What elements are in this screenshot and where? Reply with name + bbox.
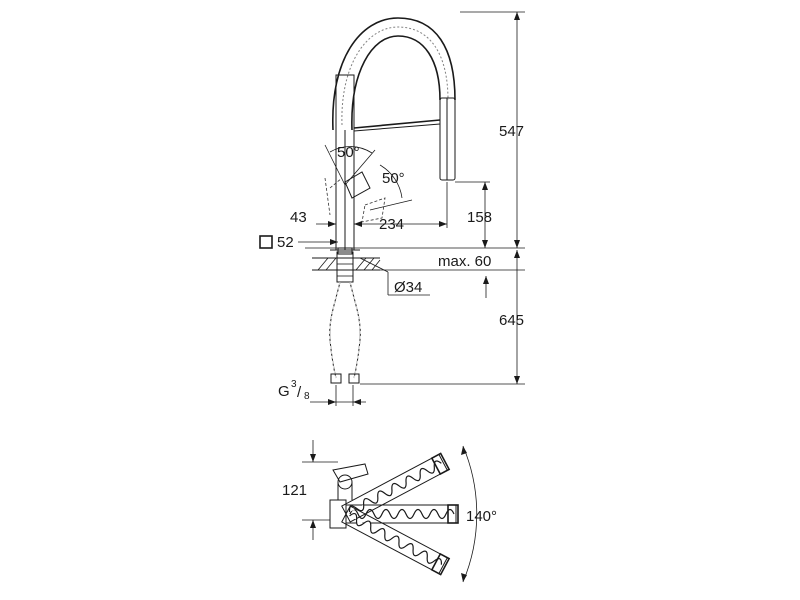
swivel-arc — [462, 445, 478, 583]
spout-angle-2-label: 50° — [382, 170, 405, 187]
spring-coil — [332, 17, 456, 131]
plan-view: 140° 121 — [282, 440, 497, 583]
lever-handle — [344, 171, 371, 199]
svg-text:/: / — [297, 384, 302, 401]
upper-height-label: 547 — [499, 123, 524, 140]
plan-lever — [332, 463, 369, 483]
connector-num-label: 3 — [291, 379, 297, 390]
side-elevation: 50° 50° — [259, 11, 525, 406]
support-bar — [353, 119, 441, 129]
connector-den-label: 8 — [304, 391, 310, 402]
hose-drop-label: 158 — [467, 209, 492, 226]
plan-depth-label: 121 — [282, 482, 307, 499]
deck-thickness-label: max. 60 — [438, 253, 491, 270]
supply-hoses — [329, 281, 361, 384]
hole-diameter-label: Ø34 — [394, 279, 422, 296]
swivel-angle-label: 140° — [466, 508, 497, 525]
base-offset-label: 43 — [290, 209, 307, 226]
connector-g-label: G — [278, 383, 290, 400]
square-symbol-icon — [259, 235, 273, 249]
plan-body — [329, 499, 347, 529]
reach-label: 234 — [379, 216, 404, 233]
base-square-label: 52 — [277, 234, 294, 251]
spout-angle-1-label: 50° — [337, 144, 360, 161]
lower-height-label: 645 — [499, 312, 524, 329]
plan-spout-lower — [341, 505, 451, 576]
mounting-shank — [336, 251, 354, 283]
